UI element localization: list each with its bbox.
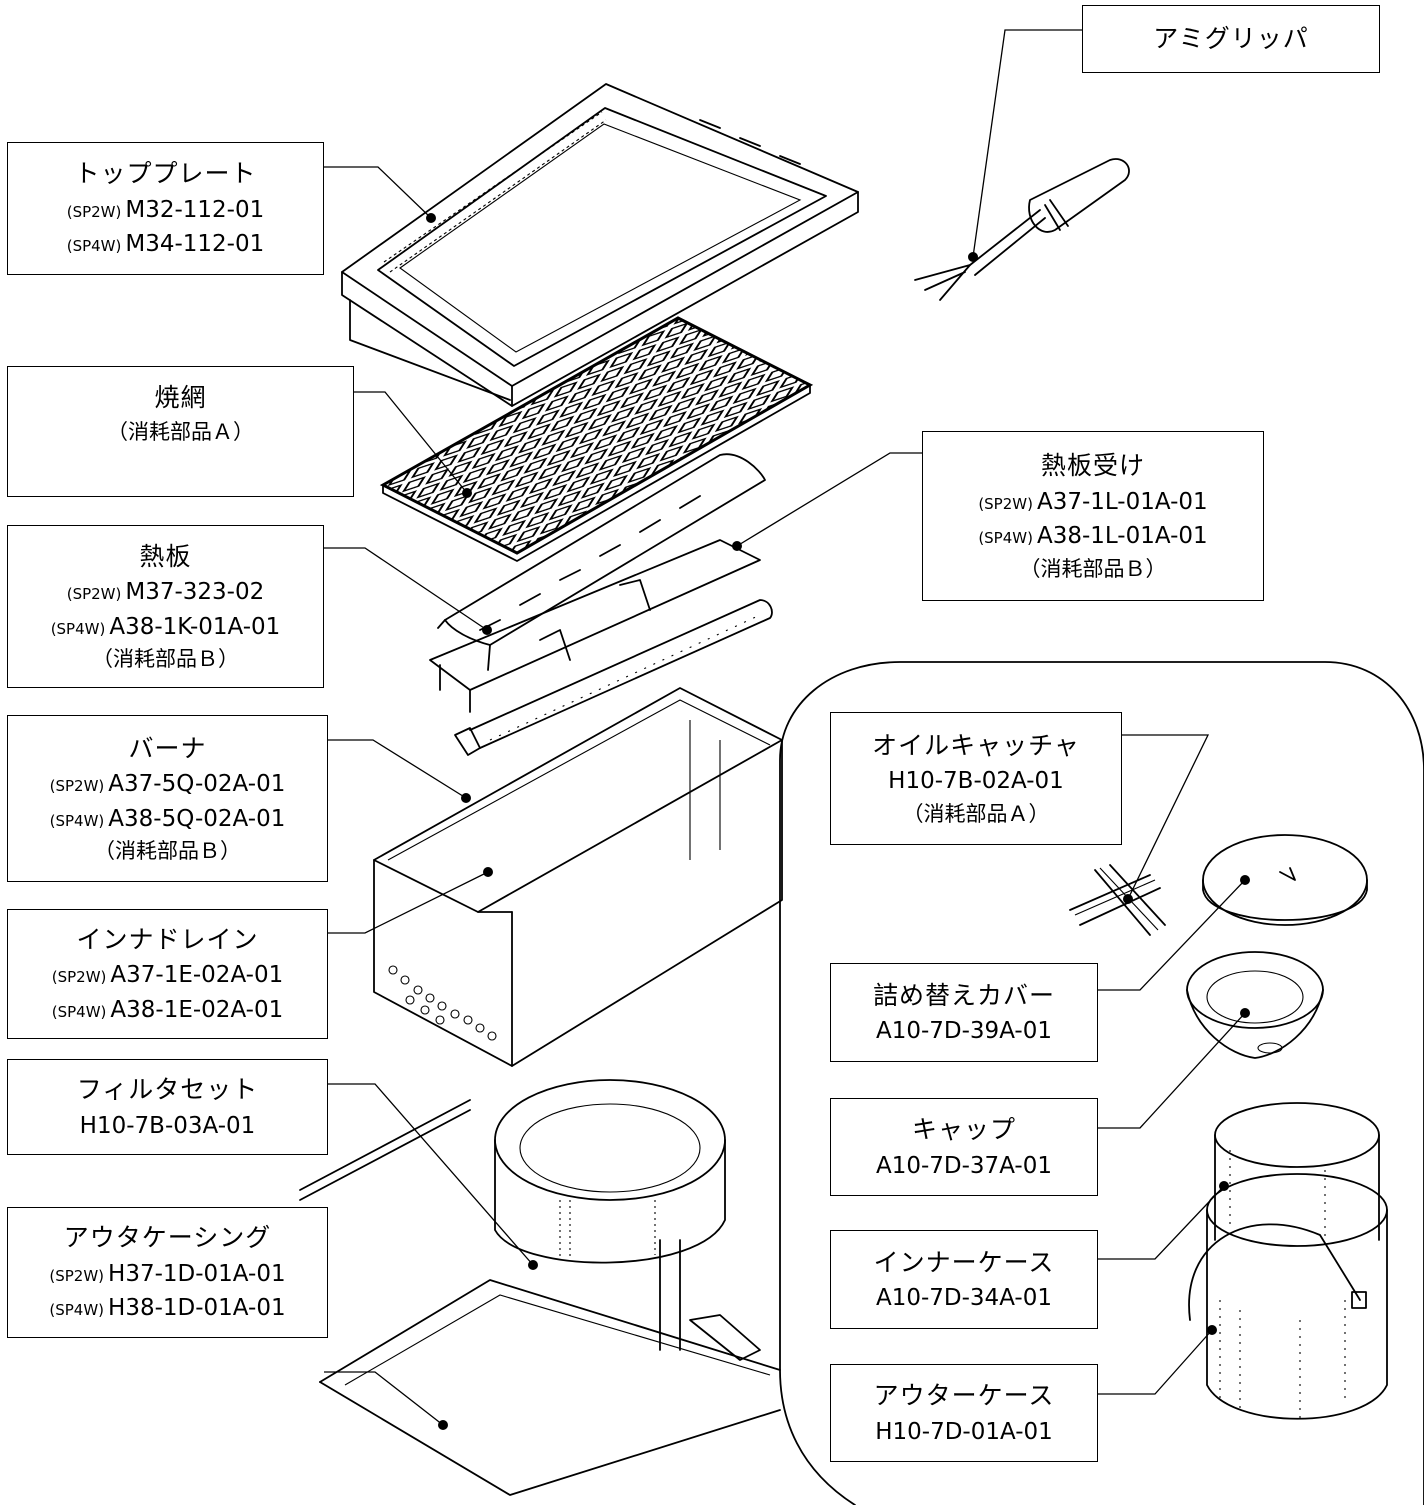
label-code: A37-1E-02A-01: [110, 962, 284, 989]
grill-net-drawing: [379, 316, 814, 562]
label-code: A38-1K-01A-01: [109, 613, 281, 640]
filter-and-casing-drawing: [299, 1079, 781, 1496]
inner-case-drawing: [1214, 1102, 1380, 1241]
label-burner: バーナ (SP2W)A37-5Q-02A-01 (SP4W)A38-5Q-02A…: [7, 715, 328, 882]
label-prefix: (SP4W): [49, 1301, 105, 1320]
oil-catcher-drawing: [1069, 864, 1166, 936]
label-prefix: (SP2W): [49, 777, 105, 795]
label-top-plate: トッププレート (SP2W)M32-112-01 (SP4W)M34-112-0…: [7, 142, 324, 275]
label-code: A37-5Q-02A-01: [108, 771, 286, 797]
ami-gripper-drawing: [914, 158, 1130, 301]
label-code: M37-323-02: [125, 579, 265, 605]
label-prefix: (SP4W): [978, 529, 1033, 547]
label-title: インナーケース: [873, 1247, 1055, 1277]
label-code: H38-1D-01A-01: [108, 1295, 286, 1322]
label-code: A38-1L-01A-01: [1036, 523, 1208, 549]
label-note: （消耗部品Ａ）: [107, 419, 254, 444]
label-title: トッププレート: [74, 159, 257, 189]
label-title: 熱板: [139, 541, 192, 571]
label-code: H10-7B-03A-01: [79, 1112, 256, 1139]
label-heat-plate: 熱板 (SP2W)M37-323-02 (SP4W)A38-1K-01A-01 …: [7, 525, 324, 688]
label-title: オイルキャッチャ: [872, 730, 1080, 760]
label-title: アウターケース: [873, 1381, 1055, 1410]
label-prefix: (SP2W): [978, 494, 1033, 513]
label-prefix: (SP4W): [51, 1002, 107, 1021]
label-code: A38-5Q-02A-01: [108, 805, 286, 832]
label-code: A37-1L-01A-01: [1036, 488, 1208, 515]
label-outer-casing: アウタケーシング (SP2W)H37-1D-01A-01 (SP4W)H38-1…: [7, 1207, 328, 1338]
label-grill-net: 焼網 （消耗部品Ａ）: [7, 366, 354, 497]
cap-drawing: [1186, 951, 1324, 1059]
label-prefix: (SP4W): [49, 811, 105, 830]
label-code: A38-1E-02A-01: [110, 996, 284, 1023]
top-plate-drawing: [341, 83, 859, 407]
label-code: H37-1D-01A-01: [108, 1260, 286, 1287]
label-code: H10-7D-01A-01: [875, 1418, 1053, 1445]
label-note: （消耗部品Ｂ）: [94, 839, 241, 863]
label-prefix: (SP4W): [66, 237, 122, 256]
label-title: キャップ: [911, 1115, 1016, 1144]
refill-cover-drawing: [1202, 834, 1368, 926]
label-prefix: (SP4W): [50, 619, 106, 638]
label-code: A10-7D-34A-01: [875, 1285, 1052, 1311]
label-title: 熱板受け: [1040, 451, 1145, 480]
label-title: インナドレイン: [76, 924, 259, 954]
label-title: バーナ: [128, 733, 207, 763]
label-note: （消耗部品Ａ）: [902, 801, 1050, 826]
label-code: M34-112-01: [125, 231, 265, 258]
label-prefix: (SP2W): [49, 1266, 105, 1285]
label-code: H10-7B-02A-01: [888, 768, 1064, 795]
label-inner-drain: インナドレイン (SP2W)A37-1E-02A-01 (SP4W)A38-1E…: [7, 909, 328, 1039]
label-prefix: (SP2W): [66, 585, 122, 603]
label-title: 焼網: [154, 383, 207, 412]
label-prefix: (SP2W): [51, 968, 107, 987]
burner-drawing: [454, 599, 773, 756]
outer-case-drawing: [1188, 1173, 1388, 1420]
label-title: アウタケーシング: [63, 1223, 272, 1253]
label-heat-plate-holder: 熱板受け (SP2W)A37-1L-01A-01 (SP4W)A38-1L-01…: [922, 431, 1264, 601]
heat-plate-drawing: [429, 453, 766, 713]
label-note: （消耗部品Ｂ）: [92, 647, 239, 671]
inner-drain-drawing: [373, 687, 783, 1067]
label-inner-case: インナーケース A10-7D-34A-01: [830, 1230, 1098, 1329]
label-title: アミグリッパ: [1153, 24, 1309, 54]
leader-lines: [324, 29, 1250, 1430]
detail-region-outline: [779, 661, 1424, 1505]
label-code: A10-7D-39A-01: [875, 1018, 1052, 1044]
label-oil-catcher: オイルキャッチャ H10-7B-02A-01 （消耗部品Ａ）: [830, 712, 1122, 845]
label-outer-case: アウターケース H10-7D-01A-01: [830, 1364, 1098, 1462]
label-prefix: (SP2W): [66, 202, 122, 221]
label-refill-cover: 詰め替えカバー A10-7D-39A-01: [830, 963, 1098, 1062]
label-code: A10-7D-37A-01: [875, 1152, 1052, 1179]
label-cap: キャップ A10-7D-37A-01: [830, 1098, 1098, 1196]
label-note: （消耗部品Ｂ）: [1019, 556, 1167, 581]
label-filter-set: フィルタセット H10-7B-03A-01: [7, 1059, 328, 1155]
label-code: M32-112-01: [125, 196, 265, 223]
label-ami-gripper: アミグリッパ: [1082, 5, 1380, 73]
label-title: フィルタセット: [76, 1075, 259, 1104]
label-title: 詰め替えカバー: [872, 980, 1055, 1010]
